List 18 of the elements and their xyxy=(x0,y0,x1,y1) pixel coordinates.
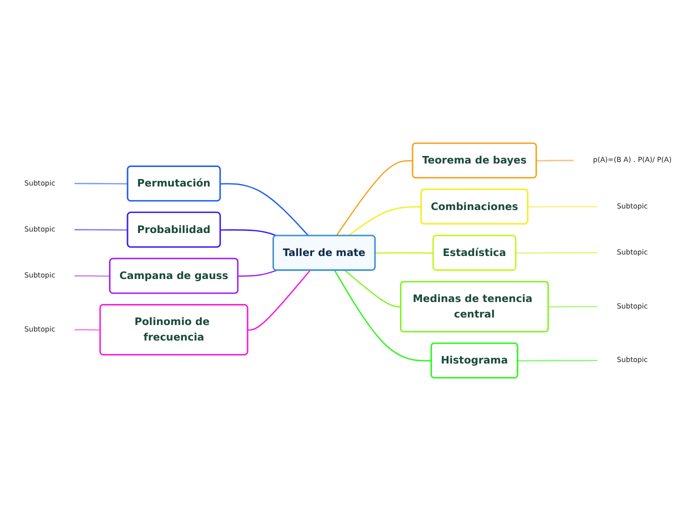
connector xyxy=(220,228,277,236)
connector xyxy=(74,228,128,230)
connector xyxy=(248,270,311,330)
connector xyxy=(348,206,422,236)
connector xyxy=(528,206,598,208)
connector xyxy=(375,252,434,254)
connector xyxy=(336,160,413,236)
connector xyxy=(74,328,100,330)
connector xyxy=(518,359,598,361)
connector xyxy=(536,159,574,161)
connector xyxy=(516,252,598,254)
connector xyxy=(74,182,128,184)
connector xyxy=(74,274,110,276)
connector xyxy=(220,182,309,236)
connector xyxy=(548,306,598,308)
connector xyxy=(334,270,432,361)
connector xyxy=(344,269,401,308)
connector xyxy=(238,269,277,276)
